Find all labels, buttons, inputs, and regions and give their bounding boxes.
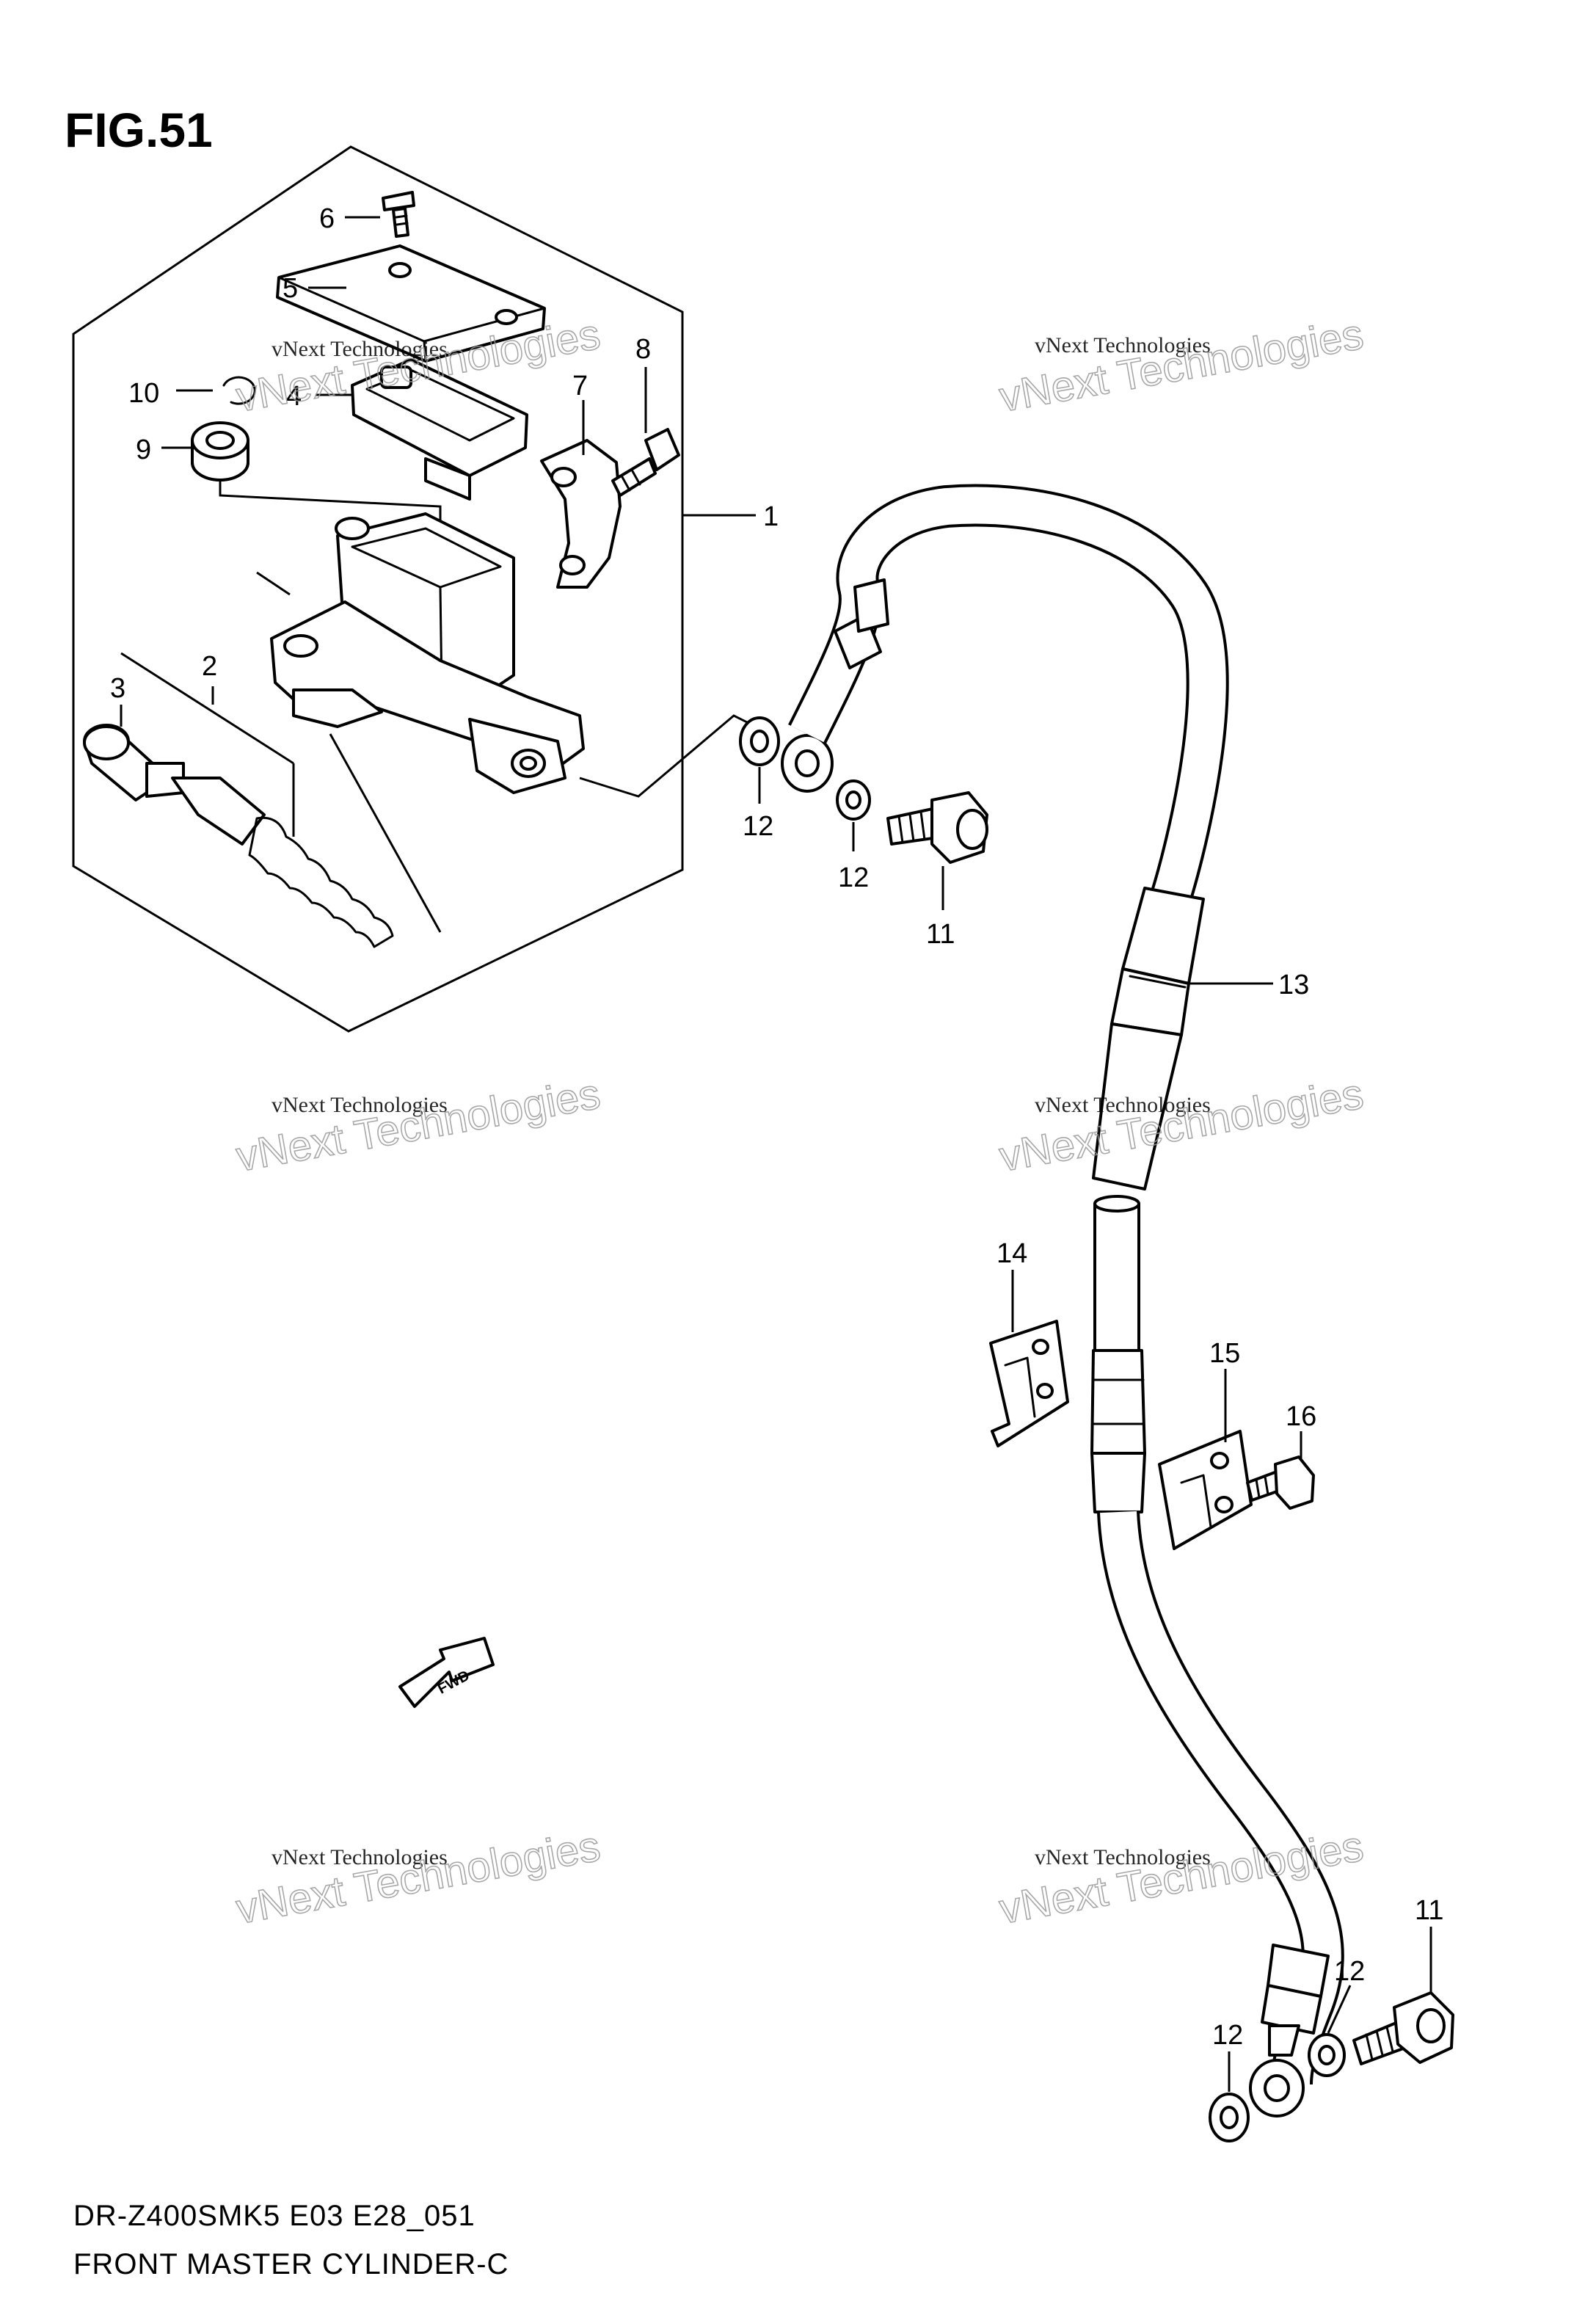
callout-12-top-b: 12 <box>838 862 869 893</box>
footer-model-code: DR-Z400SMK5 E03 E28_051 <box>73 2200 475 2232</box>
forward-arrow: FWD <box>398 1637 495 1708</box>
hose-bracket-14 <box>989 1320 1069 1447</box>
callout-12-bottom-b: 12 <box>1334 1956 1365 1987</box>
callout-1: 1 <box>763 501 779 532</box>
watermark-6-line1: vNext Technologies <box>1035 1845 1211 1869</box>
callout-labels: 6 5 4 10 9 7 8 1 2 3 12 12 11 13 14 15 1… <box>110 203 1443 2051</box>
banjo-bolt-bottom <box>1352 1991 1454 2065</box>
watermark-4: vNext Technologies vNext Technologies <box>995 1069 1367 1182</box>
callout-14: 14 <box>996 1238 1027 1269</box>
callout-9: 9 <box>136 435 151 465</box>
assembly-guide-left <box>256 571 291 596</box>
watermark-3-line2: vNext Technologies <box>233 1070 604 1181</box>
reservoir-diaphragm <box>351 358 528 501</box>
master-cylinder-group <box>83 191 749 948</box>
watermark-3-line1: vNext Technologies <box>272 1093 448 1117</box>
watermark-1-line1: vNext Technologies <box>272 337 448 361</box>
callout-2: 2 <box>202 651 217 682</box>
clamp-bolt-16 <box>1246 1455 1315 1510</box>
brake-hose <box>788 484 1344 2085</box>
watermark-2-line2: vNext Technologies <box>996 310 1367 421</box>
reservoir-cap-screw <box>382 191 415 238</box>
hose-clamp-15 <box>1158 1430 1253 1550</box>
watermark-3: vNext Technologies vNext Technologies <box>232 1069 604 1182</box>
callout-5: 5 <box>283 273 298 304</box>
watermark-5-line1: vNext Technologies <box>272 1845 448 1869</box>
callout-10: 10 <box>128 378 159 409</box>
clamp-bolt <box>611 428 680 497</box>
assembly-boundary <box>72 145 684 1033</box>
callout-3: 3 <box>110 673 125 704</box>
watermark-4-line1: vNext Technologies <box>1035 1093 1211 1117</box>
callout-11-bottom: 11 <box>1415 1895 1443 1926</box>
callout-6: 6 <box>319 203 335 234</box>
upper-banjo-group <box>739 716 988 864</box>
watermark-5-line2: vNext Technologies <box>233 1822 604 1933</box>
watermark-2-line1: vNext Technologies <box>1035 333 1211 357</box>
callout-12-top-a: 12 <box>743 811 773 842</box>
banjo-bolt-top <box>886 791 988 864</box>
callout-4: 4 <box>286 381 302 412</box>
callout-7: 7 <box>572 371 588 401</box>
handlebar-clamp <box>540 439 622 589</box>
callout-8: 8 <box>635 334 651 365</box>
footer-part-name: FRONT MASTER CYLINDER-C <box>73 2248 509 2280</box>
piston-set <box>83 652 394 948</box>
snap-ring <box>222 376 256 405</box>
callout-11-top: 11 <box>926 919 955 950</box>
assembly-guide-right <box>579 714 749 798</box>
master-cylinder-body <box>270 512 585 794</box>
reservoir-cap <box>276 244 546 363</box>
callout-12-bottom-a: 12 <box>1212 2020 1243 2051</box>
reservoir-boot <box>191 421 249 481</box>
watermark-4-line2: vNext Technologies <box>996 1070 1367 1181</box>
figure-title: FIG.51 <box>65 103 213 157</box>
callout-16: 16 <box>1286 1401 1316 1432</box>
callout-13: 13 <box>1278 970 1309 1000</box>
leader-lines <box>120 216 1432 2092</box>
watermark-5: vNext Technologies vNext Technologies <box>232 1822 604 1934</box>
callout-15: 15 <box>1209 1338 1240 1369</box>
watermark-2: vNext Technologies vNext Technologies <box>995 310 1367 422</box>
assembly-guide-diag <box>329 733 442 933</box>
